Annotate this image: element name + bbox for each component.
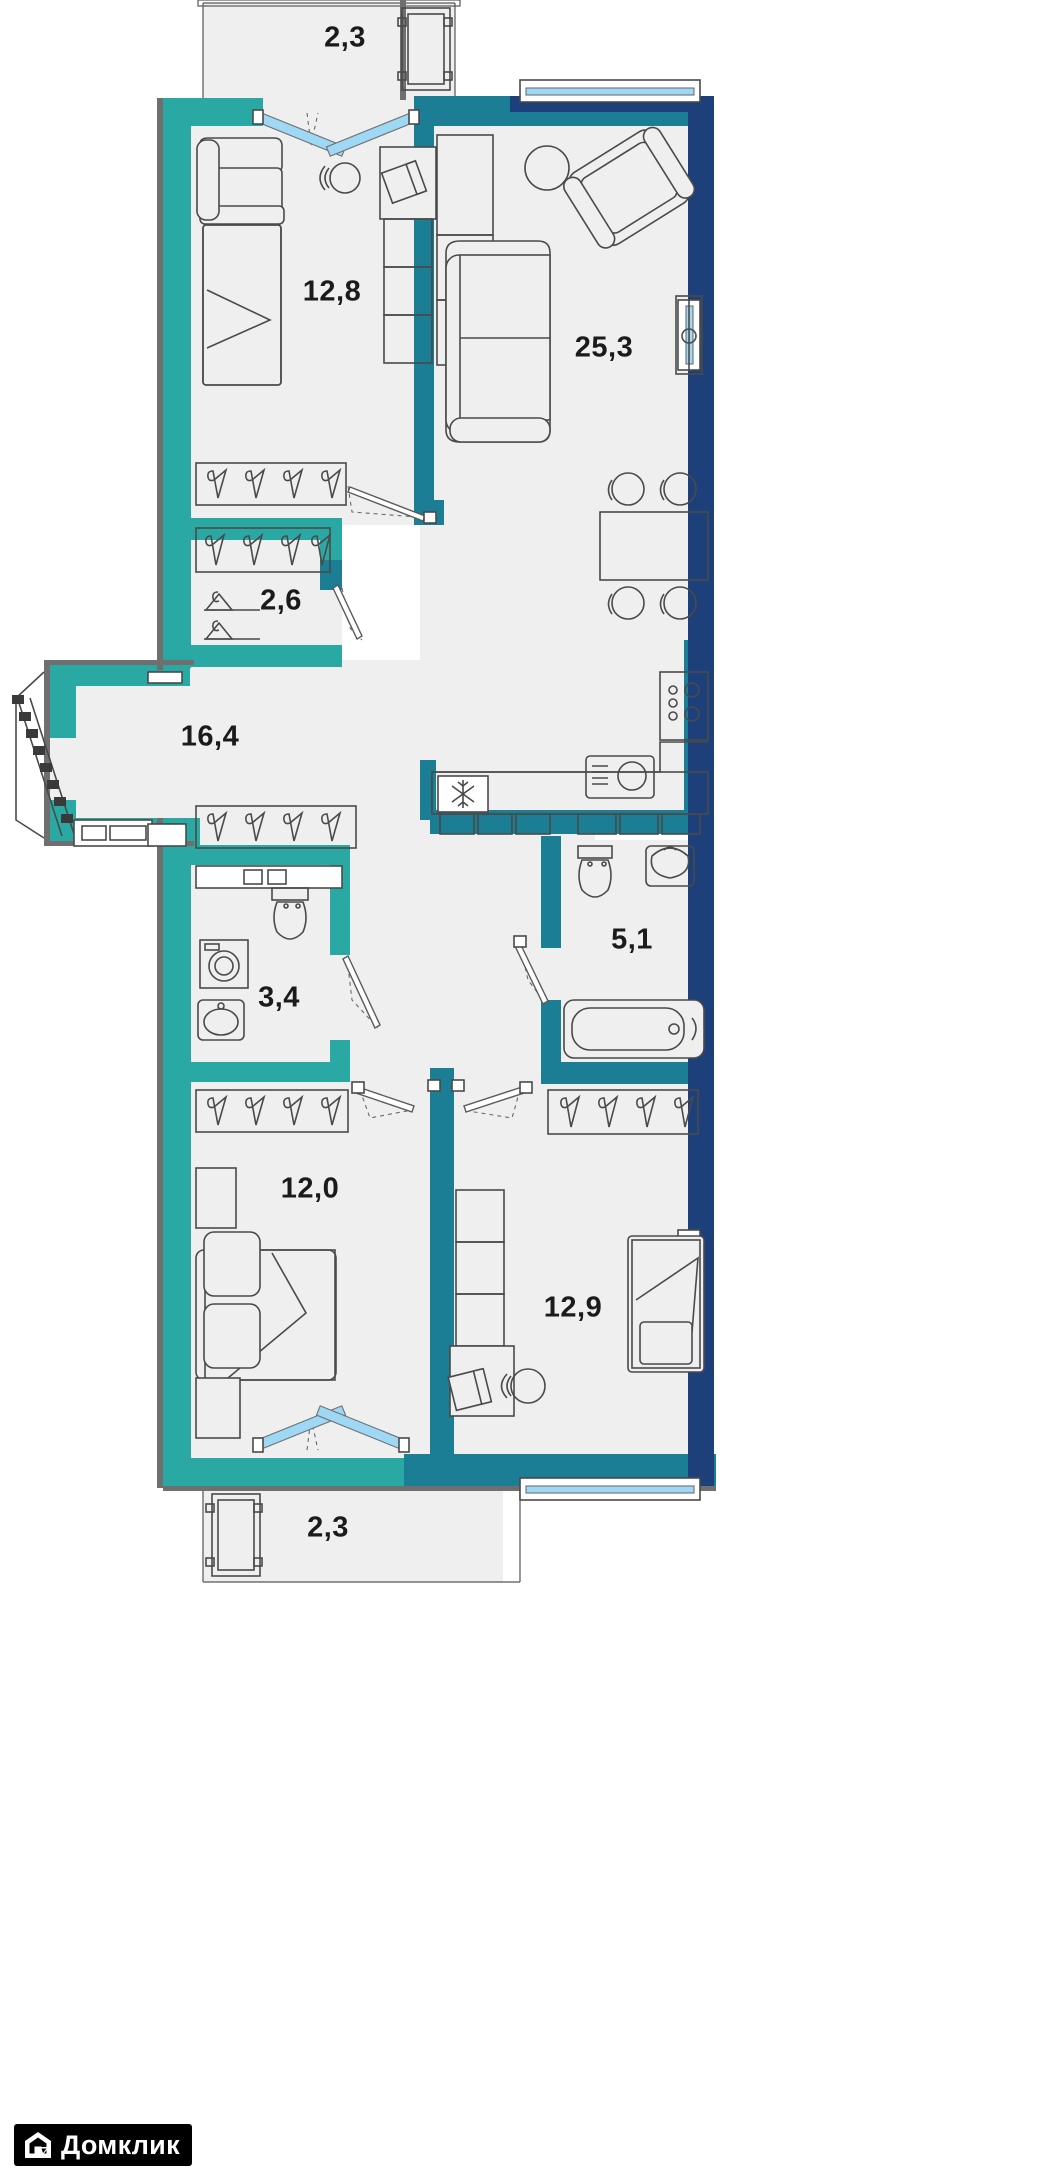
furniture-bedroom-120 [195, 1089, 349, 1439]
domclick-watermark: Домклик [14, 2124, 192, 2166]
furniture-living-kitchen-253 [431, 126, 709, 835]
washbasin-icon [197, 999, 245, 1041]
area-label-bathroom-51: 5,1 [611, 923, 653, 956]
refrigerator-icon [451, 780, 475, 808]
area-label-balcony-bottom: 2,3 [307, 1511, 349, 1544]
cooktop-icon [668, 682, 700, 722]
area-label-wardrobe-26: 2,6 [260, 584, 302, 617]
entrance-and-staircase [12, 671, 187, 847]
furniture-bedroom-128 [195, 137, 437, 506]
furniture-balconies [205, 7, 453, 1577]
walls-teal-light [50, 98, 413, 1486]
toilet-icon [271, 887, 309, 940]
furniture-bedroom-129 [447, 1089, 705, 1417]
balcony-sliding-doors [252, 109, 420, 1453]
area-label-bedroom-129: 12,9 [543, 1291, 603, 1324]
toilet-icon [577, 845, 613, 898]
area-label-living-kitchen-253: 25,3 [574, 331, 634, 364]
area-label-balcony-top: 2,3 [324, 21, 366, 54]
interior-doors [332, 485, 549, 1119]
furniture-wardrobe-26 [195, 527, 332, 640]
area-label-hall-164: 16,4 [180, 720, 240, 753]
area-label-bedroom-128: 12,8 [302, 275, 362, 308]
washing-machine-icon [199, 939, 249, 989]
furniture-bathroom-51 [563, 845, 705, 1059]
area-label-bedroom-120: 12,0 [280, 1172, 340, 1205]
area-label-wc-34: 3,4 [258, 981, 300, 1014]
bathtub-icon [563, 999, 705, 1059]
house-logo-icon [25, 2132, 51, 2158]
washbasin-icon [645, 845, 695, 887]
furniture-wc-34 [195, 805, 357, 1041]
staircase-icon [12, 695, 75, 837]
watermark-brand-text: Домклик [61, 2129, 180, 2160]
